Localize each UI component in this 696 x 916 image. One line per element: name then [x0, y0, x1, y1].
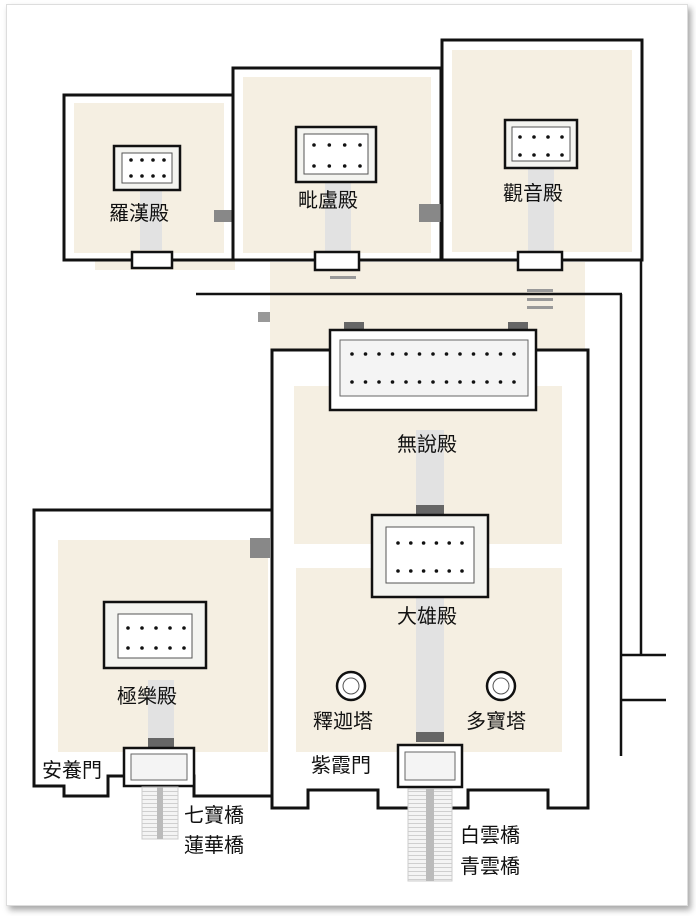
band-markers: [258, 276, 553, 322]
pillar-dot: [404, 380, 408, 384]
pillar-dot: [512, 380, 516, 384]
pillar-dot: [409, 569, 413, 573]
pillar-dot: [182, 626, 186, 630]
luohan-hall-label: 羅漢殿: [109, 201, 169, 225]
dabo-tower-label: 多寶塔: [466, 709, 526, 733]
pillar-dot: [182, 646, 186, 650]
pillar-dot: [485, 352, 489, 356]
cheongun-bridge-label: 青雲橋: [460, 854, 520, 878]
pillar-dot: [350, 352, 354, 356]
pillar-dot: [151, 174, 155, 178]
pillar-dot: [421, 569, 426, 573]
pillar-dot: [498, 380, 503, 384]
pillar-dot: [154, 626, 158, 630]
pillar-dot: [342, 143, 347, 147]
pillar-dot: [162, 158, 166, 162]
pillar-dot: [434, 541, 439, 545]
pillar-dot: [447, 541, 452, 545]
pillar-dot: [358, 143, 362, 147]
daeung-hall-label: 大雄殿: [397, 604, 457, 628]
pillar-dot: [471, 352, 476, 356]
jaha-gate-label: 紫霞門: [311, 753, 371, 777]
pillar-dot: [168, 646, 172, 650]
pillar-dot: [546, 135, 550, 139]
pillar-dot: [404, 352, 408, 356]
pillar-dot: [458, 380, 462, 384]
pillar-dot: [498, 352, 503, 356]
pillar-dot: [350, 380, 354, 384]
pillar-dot: [154, 646, 158, 650]
pillar-dot: [327, 143, 332, 147]
pillar-dot: [434, 569, 439, 573]
main-compound: [270, 322, 590, 882]
east-walls: [619, 260, 666, 756]
pillar-dot: [546, 153, 550, 157]
anyang-gate-label: 安養門: [42, 758, 102, 782]
pillar-dot: [444, 380, 449, 384]
seokga-tower-label: 釋迦塔: [313, 709, 373, 733]
pillar-dot: [460, 569, 464, 573]
geungnak-hall-label: 極樂殿: [117, 684, 177, 708]
pillar-dot: [460, 541, 464, 545]
pillar-dot: [417, 380, 422, 384]
pillar-dot: [140, 626, 144, 630]
geungnak-compound: [32, 508, 274, 840]
pillar-dot: [458, 352, 462, 356]
pillar-dot: [140, 158, 144, 162]
pillar-dot: [518, 153, 522, 157]
pillar-dot: [390, 380, 395, 384]
pillar-dot: [512, 352, 516, 356]
chilbo-bridge-label: 七寶橋: [184, 803, 244, 827]
pillar-dot: [363, 380, 368, 384]
museol-hall-label: 無說殿: [397, 432, 457, 456]
pillar-dot: [431, 380, 435, 384]
birojana-hall-label: 毗盧殿: [298, 188, 358, 212]
pillar-dot: [396, 541, 400, 545]
pillar-dot: [390, 352, 395, 356]
pillar-dot: [431, 352, 435, 356]
birojana-compound: [231, 66, 443, 272]
pillar-dot: [485, 380, 489, 384]
pillar-dot: [162, 174, 166, 178]
pillar-dot: [342, 164, 347, 168]
pillar-dot: [421, 541, 426, 545]
pillar-dot: [417, 352, 422, 356]
pillar-dot: [126, 646, 130, 650]
gwaneum-compound: [440, 38, 644, 272]
pillar-dot: [358, 164, 362, 168]
pillar-dot: [151, 158, 155, 162]
pillar-dot: [129, 174, 133, 178]
pillar-dot: [471, 380, 476, 384]
pillar-dot: [140, 174, 144, 178]
pillar-dot: [409, 541, 413, 545]
pillar-dot: [560, 135, 564, 139]
pillar-dot: [396, 569, 400, 573]
pillar-dot: [129, 158, 133, 162]
luohan-compound: [62, 93, 236, 270]
pillar-dot: [532, 153, 536, 157]
pillar-dot: [312, 164, 316, 168]
pillar-dot: [444, 352, 449, 356]
pillar-dot: [327, 164, 332, 168]
pillar-dot: [560, 153, 564, 157]
gwaneum-hall-label: 觀音殿: [503, 181, 563, 205]
pillar-dot: [363, 352, 368, 356]
pillar-dot: [447, 569, 452, 573]
pillar-dot: [312, 143, 316, 147]
baegun-bridge-label: 白雲橋: [460, 823, 520, 847]
hall-pillar-dots: [126, 135, 564, 650]
pillar-dot: [518, 135, 522, 139]
yeonhwa-bridge-label: 蓮華橋: [184, 833, 244, 857]
pillar-dot: [140, 646, 144, 650]
pillar-dot: [532, 135, 536, 139]
pillar-dot: [168, 626, 172, 630]
pillar-dot: [377, 380, 381, 384]
pillar-dot: [126, 626, 130, 630]
pillar-dot: [377, 352, 381, 356]
